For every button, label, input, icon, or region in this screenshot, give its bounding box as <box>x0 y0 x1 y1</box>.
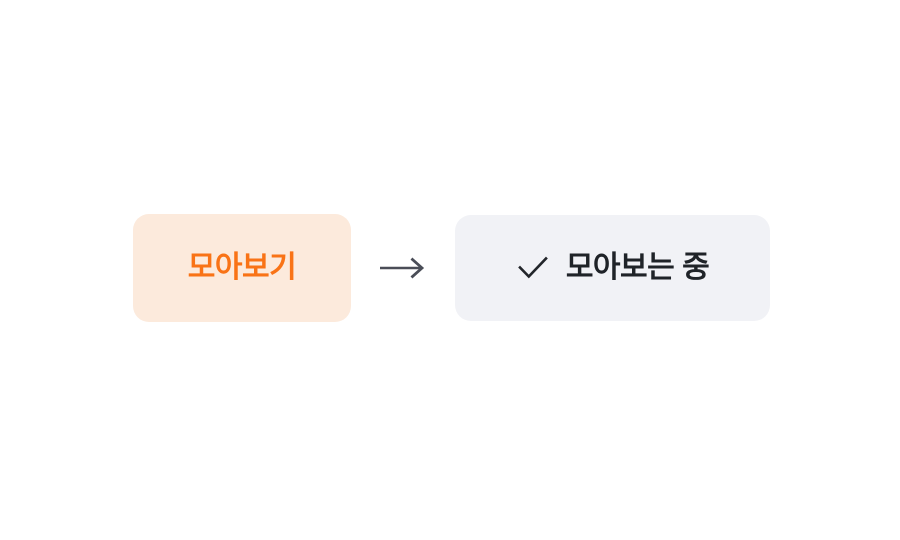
collect-button-label: 모아보기 <box>187 251 297 284</box>
check-icon <box>517 256 548 279</box>
collecting-button[interactable]: 모아보는 중 <box>455 215 770 321</box>
collecting-button-label: 모아보는 중 <box>565 251 710 284</box>
arrow-right-icon <box>380 257 425 279</box>
collect-button[interactable]: 모아보기 <box>133 214 351 322</box>
state-transition-row: 모아보기 모아보는 중 <box>133 214 770 322</box>
transition-arrow <box>351 214 455 322</box>
